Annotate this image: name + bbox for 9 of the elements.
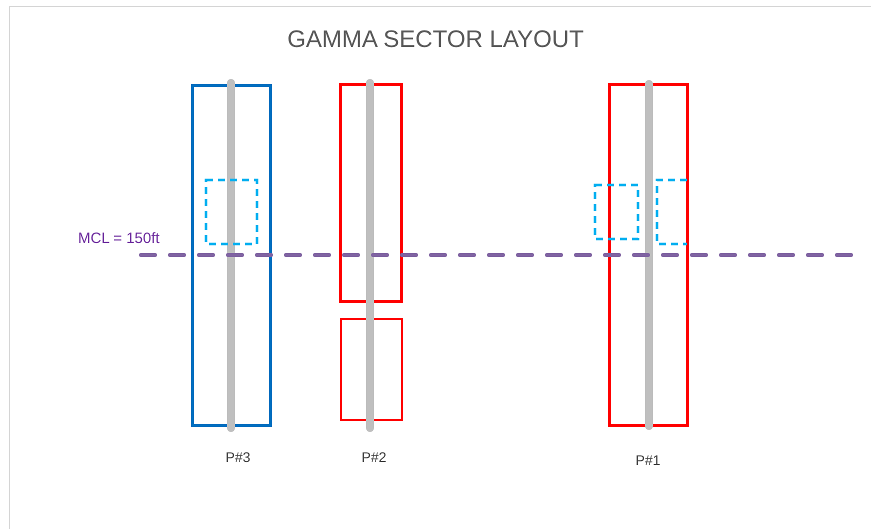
pile-label: P#3 [226, 449, 250, 465]
pile-label: P#1 [636, 452, 660, 468]
pile-rectangle [608, 83, 689, 427]
pile-label: P#2 [362, 449, 386, 465]
pile-rectangle [191, 84, 272, 427]
pile-rectangle [339, 83, 403, 303]
level-label: MCL = 150ft [78, 230, 160, 247]
pile-rectangle [340, 318, 403, 421]
diagram-title: GAMMA SECTOR LAYOUT [286, 26, 585, 54]
